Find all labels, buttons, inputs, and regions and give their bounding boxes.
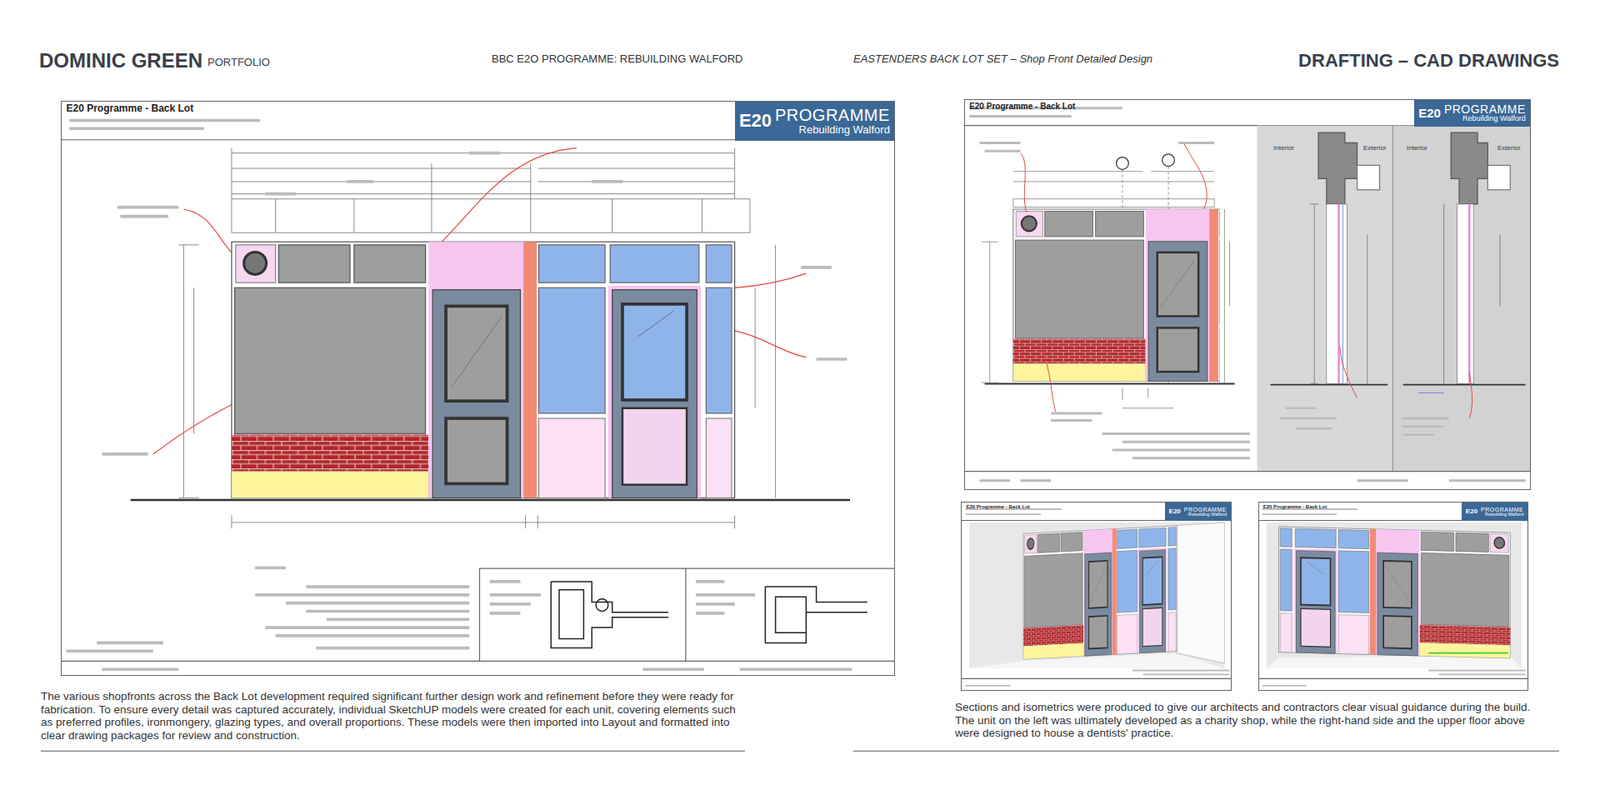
logo-mark: E20 xyxy=(1418,106,1441,120)
section-label: Interior xyxy=(1273,144,1295,152)
header-text: EASTENDERS BACK LOT SET – Shop Front Det… xyxy=(853,53,1153,66)
sheet-title: E20 Programme - Back Lot xyxy=(1263,504,1327,510)
logo-word: PROGRAMME xyxy=(775,106,890,125)
logo-mark: E20 xyxy=(739,111,772,130)
logo-word: PROGRAMME xyxy=(1184,506,1227,513)
logo-tagline: Rebuilding Walford xyxy=(1462,115,1526,123)
sheet-title: E20 Programme - Back Lot xyxy=(969,101,1075,112)
logo-block: E20PROGRAMMERebuilding Walford xyxy=(1461,502,1528,521)
section-label: Exterior xyxy=(1497,144,1521,152)
logo-tagline: Rebuilding Walford xyxy=(1188,512,1227,518)
logo-block: E20PROGRAMMERebuilding Walford xyxy=(1414,100,1530,127)
header-text: BBC E2O PROGRAMME: REBUILDING WALFORD xyxy=(491,53,743,66)
logo-tagline: Rebuilding Walford xyxy=(1485,512,1524,518)
logo-mark: E20 xyxy=(1169,508,1181,515)
logo-tagline: Rebuilding Walford xyxy=(799,124,890,136)
logo-words: PROGRAMMERebuilding Walford xyxy=(1480,506,1524,518)
logo-block: E20PROGRAMMERebuilding Walford xyxy=(735,101,895,141)
section-label: Interior xyxy=(1406,144,1428,152)
page-title: DOMINIC GREEN xyxy=(39,49,203,73)
logo-word: PROGRAMME xyxy=(1444,103,1526,116)
logo-mark: E20 xyxy=(1465,508,1478,515)
logo-block: E20PROGRAMMERebuilding Walford xyxy=(1165,502,1231,521)
logo-words: PROGRAMMERebuilding Walford xyxy=(1444,103,1526,124)
drawing-sheet: E20 Programme - Back LotE20PROGRAMMERebu… xyxy=(60,100,895,675)
caption-text: Sections and isometrics were produced to… xyxy=(955,700,1547,740)
section-heading: DRAFTING – CAD DRAWINGS xyxy=(1298,50,1560,71)
logo-words: PROGRAMMERebuilding Walford xyxy=(1184,506,1227,518)
sheet-title: E20 Programme - Back Lot xyxy=(65,103,194,115)
section-label: Exterior xyxy=(1363,144,1387,152)
sheet-title: E20 Programme - Back Lot xyxy=(965,504,1030,510)
drawing-sheet: E20 Programme - Back LotE20PROGRAMMERebu… xyxy=(1258,501,1529,691)
logo-words: PROGRAMMERebuilding Walford xyxy=(775,106,890,136)
drawing-sheet: E20 Programme - Back LotE20PROGRAMMERebu… xyxy=(960,501,1231,691)
drawing-sheet: E20 Programme - Back Lot E20PROGRAMMERebu… xyxy=(964,99,1531,490)
caption-text: The various shopfronts across the Back L… xyxy=(40,690,750,742)
subtitle: PORTFOLIO xyxy=(207,56,270,70)
logo-word: PROGRAMME xyxy=(1480,506,1524,513)
